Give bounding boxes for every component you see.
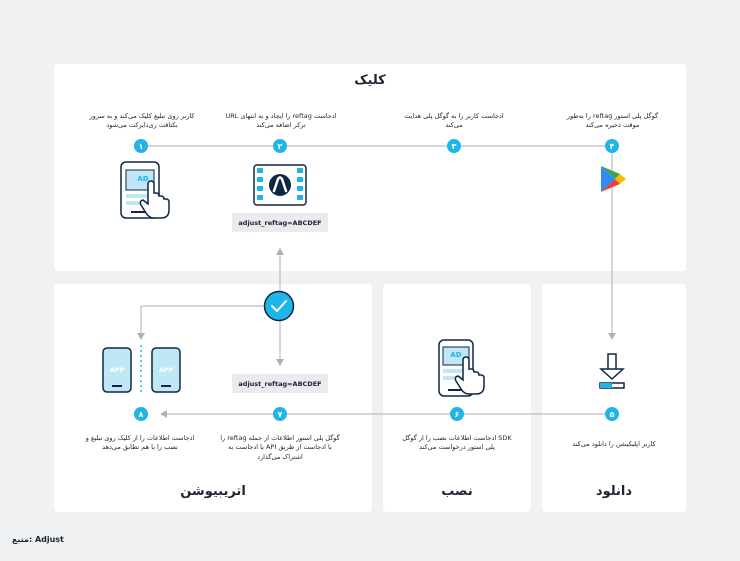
step-1-badge: ۱ <box>134 139 148 153</box>
step-5-badge: ۵ <box>605 407 619 421</box>
step-8-badge: ۸ <box>134 407 148 421</box>
app-phone-right-icon: APP <box>151 347 181 393</box>
step-3-label: ادجاست کاربر را به گوگل پلی هدایت می‌کند <box>404 112 504 130</box>
divider-dashed <box>140 345 142 395</box>
step-4-label: گوگل پلی استور reftag را به‌طور موقت ذخی… <box>566 112 659 130</box>
step-6-label: SDK ادجاست اطلاعات نصب را از گوگل پلی اس… <box>402 434 512 452</box>
ad-label-install: AD <box>450 351 462 359</box>
step-5-label: کاربر اپلیکیشن را دانلود می‌کند <box>572 440 656 448</box>
install-panel <box>383 284 531 512</box>
app-label-right: APP <box>158 366 174 374</box>
google-play-icon <box>601 166 626 192</box>
source-label: منبع: Adjust <box>12 535 64 544</box>
check-circle-icon <box>263 290 295 322</box>
adjust-logo-film-icon <box>253 164 307 206</box>
step-4-badge: ۴ <box>605 139 619 153</box>
step-6-badge: ۶ <box>450 407 464 421</box>
step-8-label: ادجاست اطلاعات را از کلیک روی تبلیغ و نص… <box>85 434 195 452</box>
app-phone-left-icon: APP <box>102 347 132 393</box>
install-title: نصب <box>441 484 473 499</box>
ad-label: AD <box>137 175 149 183</box>
attribution-title: اتریبیوشن <box>180 484 246 499</box>
attribution-panel <box>54 284 372 512</box>
ad-phone-click-icon: AD <box>118 160 178 222</box>
step-7-badge: ۷ <box>273 407 287 421</box>
step-1-label: کاربر روی تبلیغ کلیک می‌کند و به سرور بک… <box>89 112 195 130</box>
download-panel <box>542 284 686 512</box>
download-icon <box>599 353 625 389</box>
download-title: دانلود <box>595 484 633 499</box>
reftag-chip-top: adjust_reftag=ABCDEF <box>232 213 328 232</box>
step-7-label: گوگل پلی استور اطلاعات از جمله reftag را… <box>220 434 340 461</box>
app-label-left: APP <box>109 366 125 374</box>
step-3-badge: ۳ <box>447 139 461 153</box>
click-title: کلیک <box>354 73 386 88</box>
reftag-chip-bottom: adjust_reftag=ABCDEF <box>232 374 328 393</box>
step-2-label: ادجاست reftag را ایجاد و به انتهای URL ت… <box>225 112 337 130</box>
step-2-badge: ۲ <box>273 139 287 153</box>
install-phone-click-icon: AD <box>437 338 493 400</box>
